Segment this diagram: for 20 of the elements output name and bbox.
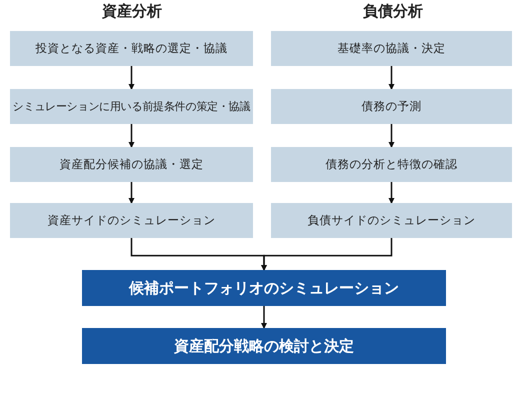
arrow (128, 124, 134, 148)
process-box: 基礎率の協議・決定 (271, 31, 512, 66)
process-box: 投資となる資産・戦略の選定・協議 (10, 31, 253, 66)
process-box: 債務の分析と特徴の確認 (271, 147, 512, 182)
process-box: 候補ポートフォリオのシミュレーション (82, 270, 446, 306)
process-box: シミュレーションに用いる前提条件の策定・協議 (10, 89, 253, 124)
arrow (128, 66, 134, 90)
process-box: 資産サイドのシミュレーション (10, 203, 253, 238)
arrow (261, 306, 267, 329)
arrow (261, 238, 392, 271)
arrow (128, 182, 134, 204)
process-box: 資産配分戦略の検討と決定 (82, 328, 446, 364)
column-heading: 負債分析 (363, 2, 423, 21)
process-box: 負債サイドのシミュレーション (271, 203, 512, 238)
arrow (388, 66, 394, 90)
column-heading: 資産分析 (102, 2, 162, 21)
process-box: 債務の予測 (271, 89, 512, 124)
arrow (388, 182, 394, 204)
arrow (388, 124, 394, 148)
process-box: 資産配分候補の協議・選定 (10, 147, 253, 182)
